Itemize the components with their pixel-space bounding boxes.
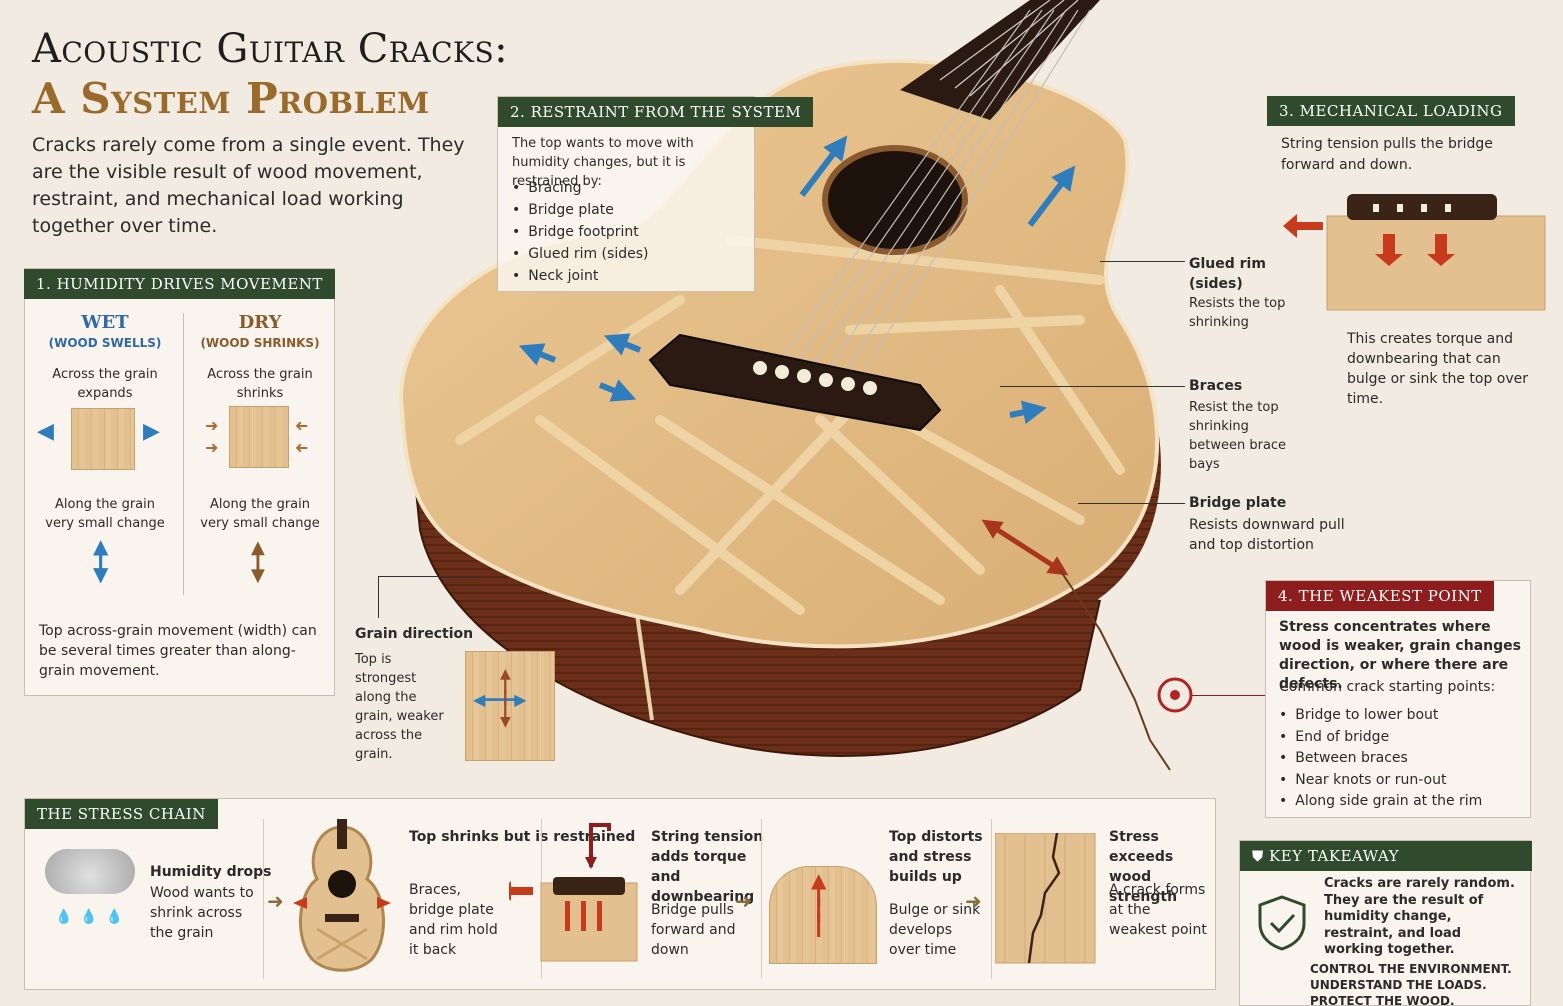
callout-line: [1100, 261, 1185, 262]
arrow-in-left-icon: ➜➜: [205, 416, 219, 457]
bridge-tension-icon: [509, 823, 638, 962]
column-divider: [183, 313, 184, 595]
arrow-left-icon: ◀: [37, 419, 54, 444]
callout-line: [1078, 503, 1185, 504]
list-item: Bridge plate: [512, 199, 648, 221]
intro-text: Cracks rarely come from a single event. …: [32, 134, 465, 237]
arrow-right-icon: ➜: [965, 889, 982, 913]
guitar-illustration: [399, 0, 1193, 771]
weakest-text: Stress concentrates where wood is weaker…: [1279, 619, 1521, 692]
loading-header: 3. MECHANICAL LOADING: [1267, 96, 1515, 126]
list-item: Bracing: [512, 177, 648, 199]
arrow-right-icon: ➜: [267, 889, 284, 913]
restraint-header: 2. RESTRAINT FROM THE SYSTEM: [498, 97, 814, 127]
step-title: Stress exceeds wood strength: [1109, 829, 1178, 905]
humidity-note: Top across-grain movement (width) can be…: [39, 623, 317, 679]
braces-callout-title: Braces: [1189, 378, 1243, 394]
bulging-top-icon: [769, 866, 877, 964]
weakest-subtitle: Common crack starting points:: [1279, 679, 1496, 695]
step-title: Top shrinks but is restrained: [409, 829, 636, 845]
step-divider: [263, 819, 264, 979]
list-item: Glued rim (sides): [512, 243, 648, 265]
key-takeaway-cta: CONTROL THE ENVIRONMENT. UNDERSTAND THE …: [1310, 962, 1512, 1006]
callout-line: [1192, 695, 1265, 696]
weakest-point-panel: 4. THE WEAKEST POINT Stress concentrates…: [1265, 580, 1531, 818]
wet-along-text: Along the grain very small change: [45, 497, 165, 531]
wet-across-text: Across the grain expands: [52, 367, 158, 401]
braces-callout-text: Resist the top shrinking between brace b…: [1189, 400, 1287, 472]
step-title: Top distorts and stress builds up: [889, 829, 983, 885]
arrow-in-right-icon: ➜➜: [295, 416, 309, 457]
stress-chain-panel: THE STRESS CHAIN 💧💧💧 Humidity drops Wood…: [24, 798, 1216, 990]
step-title: Humidity drops: [150, 864, 272, 880]
cloud-icon: [45, 849, 135, 894]
list-item: End of bridge: [1279, 727, 1482, 749]
step-text: Bridge pulls forward and down: [651, 902, 736, 958]
humidity-panel: 1. HUMIDITY DRIVES MOVEMENT WET (WOOD SW…: [24, 268, 335, 696]
callout-line: [378, 576, 379, 618]
step-title: String tension adds torque and downbeari…: [651, 829, 764, 905]
weakest-list: Bridge to lower bout End of bridge Betwe…: [1279, 705, 1482, 813]
loading-text: String tension pulls the bridge forward …: [1281, 136, 1493, 173]
restraint-panel: 2. RESTRAINT FROM THE SYSTEM The top wan…: [497, 96, 814, 292]
list-item: Between braces: [1279, 748, 1482, 770]
list-item: Neck joint: [512, 265, 648, 287]
list-item: Near knots or run-out: [1279, 770, 1482, 792]
list-item: Bridge to lower bout: [1279, 705, 1482, 727]
wet-subtitle: (WOOD SWELLS): [48, 336, 162, 350]
dry-along-text: Along the grain very small change: [200, 497, 320, 531]
loading-note: This creates torque and downbearing that…: [1347, 331, 1529, 407]
loading-panel: 3. MECHANICAL LOADING String tension pul…: [1267, 96, 1546, 407]
key-takeaway-header: ⛊ KEY TAKEAWAY: [1240, 841, 1532, 871]
guitar-top-icon: [293, 819, 391, 972]
step-divider: [991, 819, 992, 979]
arrow-vertical-icon: ▲┃▼: [93, 534, 109, 586]
wet-wood-sample: [71, 408, 135, 470]
step-text: Braces, bridge plate and rim hold it bac…: [409, 882, 498, 958]
list-item: Along side grain at the rim: [1279, 791, 1482, 813]
plate-callout-text: Resists downward pull and top distortion: [1189, 517, 1345, 553]
page-subtitle: A System Problem: [32, 74, 430, 123]
rim-callout-title: Glued rim (sides): [1189, 256, 1266, 292]
dry-across-text: Across the grain shrinks: [207, 367, 313, 401]
bridge-load-diagram: [1283, 194, 1546, 311]
list-item: Bridge footprint: [512, 221, 648, 243]
callout-line: [378, 576, 478, 577]
arrow-right-icon: ▶: [143, 419, 160, 444]
callout-line: [1000, 386, 1185, 387]
key-takeaway-text: Cracks are rarely random. They are the r…: [1324, 876, 1515, 957]
step-text: Bulge or sink develops over time: [889, 902, 981, 958]
grain-sample: [465, 651, 555, 761]
shield-check-icon: [1258, 895, 1306, 951]
step-text: Wood wants to shrink across the grain: [150, 885, 254, 941]
page-title: Acoustic Guitar Cracks:: [32, 26, 509, 72]
key-takeaway-panel: ⛊ KEY TAKEAWAY Cracks are rarely random.…: [1239, 840, 1532, 1006]
wet-title: WET: [81, 312, 129, 333]
grain-callout-text: Top is strongest along the grain, weaker…: [355, 652, 444, 762]
dry-subtitle: (WOOD SHRINKS): [200, 336, 320, 350]
cracked-wood-icon: [995, 833, 1096, 964]
arrow-right-icon: ➜: [735, 889, 752, 913]
shield-icon: ⛊: [1252, 847, 1270, 865]
arrow-vertical-small-icon: ▲┃▼: [251, 537, 265, 586]
arrow-horizontal-icon: ◀━━━▶: [473, 690, 527, 709]
dry-title: DRY: [238, 312, 282, 333]
weakest-header: 4. THE WEAKEST POINT: [1266, 581, 1494, 611]
step-divider: [761, 819, 762, 979]
humidity-header: 1. HUMIDITY DRIVES MOVEMENT: [24, 269, 335, 299]
raindrops-icon: 💧💧💧: [55, 909, 132, 925]
dry-wood-sample: [229, 406, 289, 468]
arrow-up-icon: ▲┃┃┃: [811, 868, 827, 937]
grain-callout-title: Grain direction: [355, 626, 474, 642]
step-text: A crack forms at the weakest point: [1109, 882, 1207, 938]
key-takeaway-title: KEY TAKEAWAY: [1269, 847, 1400, 865]
plate-callout-title: Bridge plate: [1189, 495, 1287, 511]
arrow-vertical-icon: ▲┃┃┃▼: [500, 666, 511, 730]
rim-callout-text: Resists the top shrinking: [1189, 296, 1286, 330]
stress-chain-header: THE STRESS CHAIN: [25, 799, 218, 829]
restraint-list: Bracing Bridge plate Bridge footprint Gl…: [512, 177, 648, 287]
